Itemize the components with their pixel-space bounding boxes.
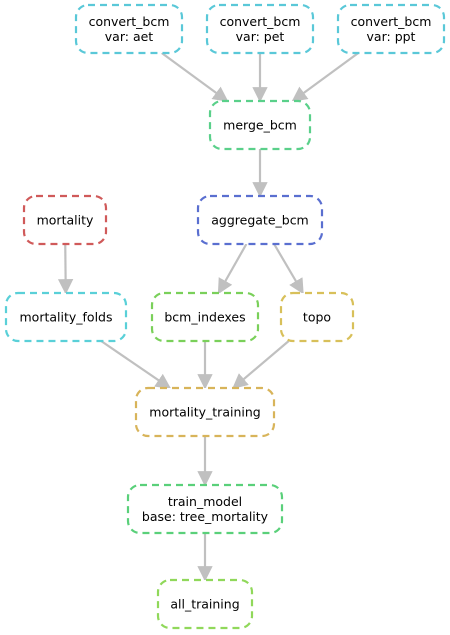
node-topo[interactable]: topo: [279, 291, 355, 343]
node-box: [279, 291, 355, 343]
node-label: merge_bcm: [223, 118, 297, 133]
node-all_training[interactable]: all_training: [156, 578, 254, 630]
node-label: var: ppt: [367, 29, 416, 44]
node-label: base: tree_mortality: [142, 509, 269, 524]
edge-aggregate_bcm-to-bcm_indexes: [217, 243, 248, 295]
node-box: [150, 291, 260, 343]
node-label: mortality_training: [149, 405, 260, 420]
node-label: all_training: [170, 597, 239, 612]
node-box: [4, 291, 128, 343]
node-bcm_indexes[interactable]: bcm_indexes: [150, 291, 260, 343]
node-label: bcm_indexes: [164, 310, 245, 325]
edge-mortality_folds-to-mortality_training: [100, 340, 172, 389]
node-label: topo: [303, 310, 331, 325]
node-box: [126, 483, 284, 535]
node-label: convert_bcm: [220, 14, 301, 29]
node-label: convert_bcm: [351, 14, 432, 29]
node-mortality_folds[interactable]: mortality_folds: [4, 291, 128, 343]
edge-aggregate_bcm-to-topo: [273, 243, 304, 295]
node-box: [22, 194, 108, 246]
node-box: [156, 578, 254, 630]
node-label: train_model: [168, 494, 242, 509]
node-label: mortality: [37, 213, 94, 228]
node-merge_bcm[interactable]: merge_bcm: [208, 99, 312, 151]
edges: [57, 52, 359, 582]
node-label: aggregate_bcm: [211, 213, 309, 228]
node-box: [134, 386, 276, 438]
node-mortality[interactable]: mortality: [22, 194, 108, 246]
node-label: var: aet: [105, 29, 154, 44]
node-aggregate_bcm[interactable]: aggregate_bcm: [196, 194, 324, 246]
edge-topo-to-mortality_training: [232, 340, 290, 389]
edge-convert_bcm_ppt-to-merge_bcm: [291, 52, 359, 102]
node-label: mortality_folds: [20, 310, 113, 325]
node-label: convert_bcm: [89, 14, 170, 29]
node-mortality_training[interactable]: mortality_training: [134, 386, 276, 438]
node-label: var: pet: [236, 29, 285, 44]
node-box: [336, 3, 446, 55]
node-box: [74, 3, 184, 55]
node-box: [205, 3, 315, 55]
node-box: [208, 99, 312, 151]
edge-mortality-to-mortality_folds: [57, 243, 74, 295]
edge-convert_bcm_aet-to-merge_bcm: [161, 52, 229, 102]
node-box: [196, 194, 324, 246]
